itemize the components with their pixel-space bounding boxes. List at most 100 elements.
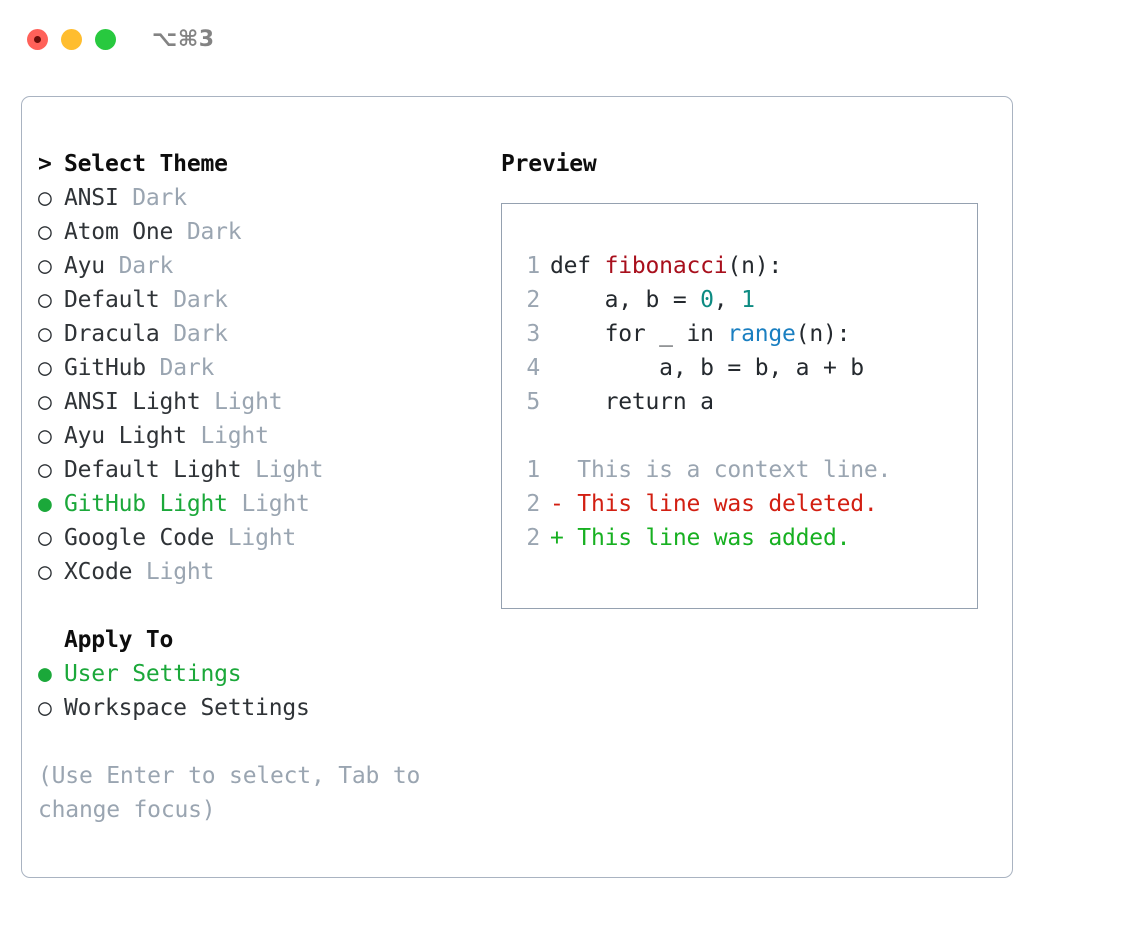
line-number: 2 [526,287,540,313]
line-number: 5 [526,389,540,415]
radio-unselected-icon: ○ [38,457,52,483]
theme-option-category: Light [145,559,215,585]
theme-option-label: XCode [64,559,133,585]
radio-unselected-icon: ○ [38,525,52,551]
radio-unselected-icon: ○ [38,423,52,449]
theme-option-label: ANSI Light [64,389,201,415]
theme-option-label: Ayu [64,253,105,279]
section-spacer [38,589,498,623]
radio-unselected-icon: ○ [38,287,52,313]
apply-to-option-list[interactable]: ● User Settings ○ Workspace Settings [38,657,498,725]
minimize-window-icon[interactable] [61,28,82,50]
diff-sign: + [550,525,564,551]
theme-option-google-code[interactable]: ○ Google Code Light [38,521,498,555]
left-column: > Select Theme ○ ANSI Dark ○ Atom One Dark ○ A… [38,147,498,827]
radio-unselected-icon: ○ [38,253,52,279]
code-diff-spacer [516,419,971,453]
apply-to-option-user-settings[interactable]: ● User Settings [38,657,498,691]
theme-option-label: ANSI [64,185,119,211]
code-token: def [550,253,605,279]
theme-option-github-light[interactable]: ● GitHub Light Light [38,487,498,521]
theme-option-dracula[interactable]: ○Dracula Dark [38,317,498,351]
theme-option-category: Light [214,389,283,415]
theme-option-label: GitHub Light [64,491,228,517]
diff-sign [550,457,564,483]
theme-option-ansi[interactable]: ○ ANSI Dark [38,181,498,215]
line-number: 1 [526,457,540,483]
line-number: 2 [526,525,540,551]
theme-option-label: Default Light [64,457,242,483]
code-token: 1 [741,287,755,313]
apply-to-option-workspace-settings[interactable]: ○ Workspace Settings [38,691,498,725]
code-line: 1 def fibonacci(n): [516,249,971,283]
radio-unselected-icon: ○ [38,185,52,211]
code-token: for _ in [550,321,728,347]
code-token: fibonacci [604,253,728,279]
diff-text: This line was added. [563,525,851,551]
diff-block: 1 This is a context line. 2- This line wa… [516,453,971,555]
maximize-window-icon[interactable] [95,28,116,50]
code-line: 4 a, b = b, a + b [516,351,971,385]
theme-option-category: Dark [132,185,187,211]
theme-option-github[interactable]: ○ GitHub Dark [38,351,498,385]
keyboard-shortcut-label: ⌥⌘3 [152,26,215,52]
code-token: a, b = b, a + b [550,355,864,381]
code-token: , [713,287,742,313]
apply-to-heading: >Apply To [38,623,498,657]
theme-option-category: Dark [173,287,228,313]
radio-unselected-icon: ○ [38,219,52,245]
code-token: a, b = [550,287,701,313]
radio-unselected-icon: ○ [38,355,52,381]
theme-option-label: Atom One [64,219,174,245]
code-token: (n): [727,253,783,279]
line-number: 3 [526,321,540,347]
theme-option-category: Light [241,491,310,517]
titlebar: ⌥⌘3 [0,0,1140,78]
code-line: 3 for _ in range(n): [516,317,971,351]
theme-option-default[interactable]: ○ Default Dark [38,283,498,317]
theme-option-label: Default [64,287,160,313]
theme-option-ayu-light[interactable]: ○Ayu Light Light [38,419,498,453]
radio-unselected-icon: ○ [38,389,52,415]
theme-option-category: Light [227,525,297,551]
code-line: 2 a, b = 0, 1 [516,283,971,317]
close-window-icon[interactable] [27,28,48,50]
radio-selected-icon: ● [38,661,52,687]
theme-option-atom-one[interactable]: ○ Atom One Dark [38,215,498,249]
theme-option-label: Ayu Light [64,423,187,449]
apply-to-title: Apply To [64,627,174,653]
radio-selected-icon: ● [38,491,52,517]
preview-heading: Preview [501,151,597,177]
theme-option-category: Dark [159,355,215,381]
apply-to-option-label: Workspace Settings [64,695,310,721]
line-number: 4 [526,355,540,381]
theme-option-label: Google Code [64,525,215,551]
diff-sign: - [550,491,564,517]
theme-option-default-light[interactable]: ○ Default Light Light [38,453,498,487]
theme-option-list[interactable]: ○ ANSI Dark ○ Atom One Dark ○ Ayu Dark ○ Defaul… [38,181,498,589]
theme-option-ansi-light[interactable]: ○ ANSI Light Light [38,385,498,419]
theme-option-xcode[interactable]: ○ XCode Light [38,555,498,589]
theme-option-category: Dark [186,219,242,245]
radio-unselected-icon: ○ [38,695,52,721]
select-theme-heading: > Select Theme [38,147,498,181]
apply-to-option-label: User Settings [64,661,242,687]
theme-option-category: Light [255,457,324,483]
select-theme-title: Select Theme [64,151,228,177]
theme-option-label: Dracula [64,321,160,347]
radio-unselected-icon: ○ [38,321,52,347]
code-token: 0 [700,287,714,313]
keyboard-hint-text: (Use Enter to select, Tab to change focu… [38,763,421,823]
line-number: 2 [526,491,540,517]
line-number: 1 [526,253,540,279]
diff-line-ctx: 1 This is a context line. [516,453,971,487]
theme-option-category: Dark [118,253,174,279]
diff-line-add: 2 + This line was added. [516,521,971,555]
theme-option-ayu[interactable]: ○ Ayu Dark [38,249,498,283]
theme-option-label: GitHub [64,355,146,381]
radio-unselected-icon: ○ [38,559,52,585]
caret-icon: > [38,151,52,177]
